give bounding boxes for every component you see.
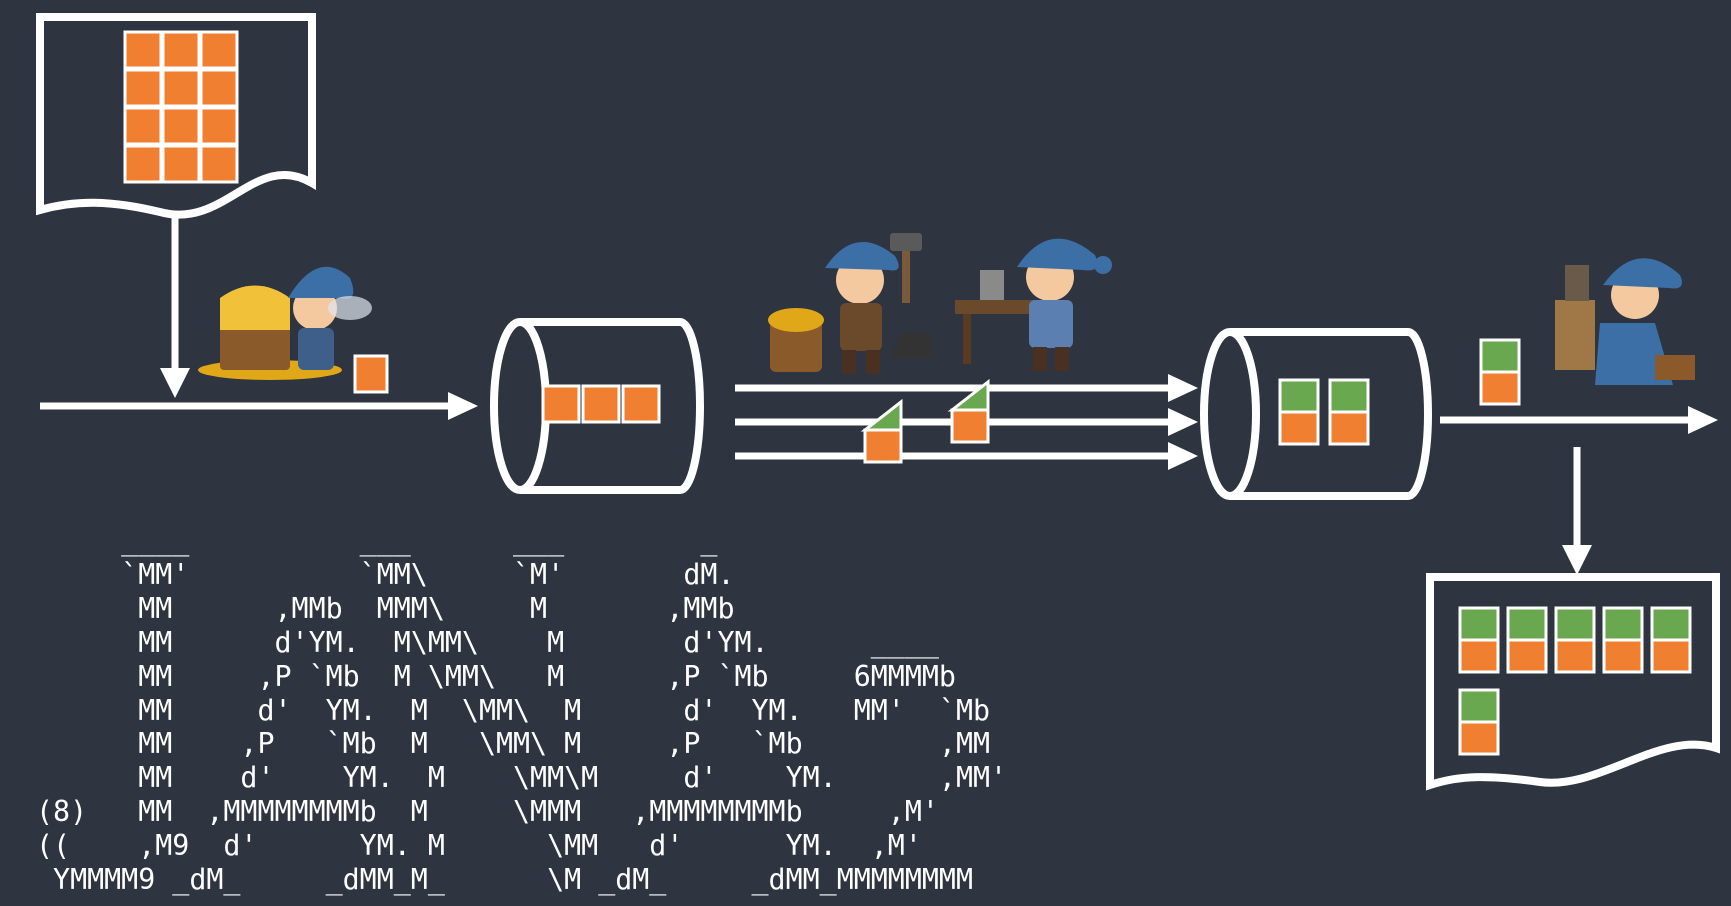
transit-block-1: [860, 398, 903, 464]
input-block: [199, 30, 239, 70]
input-block: [161, 106, 201, 146]
finished-block: [1479, 338, 1521, 406]
output-block-bottom: [1650, 638, 1692, 674]
input-block: [123, 30, 163, 70]
queue-2-blocks: [1278, 378, 1370, 446]
ingest-arrowhead: [448, 392, 478, 420]
transit-block-2: [947, 378, 990, 444]
input-block: [123, 144, 163, 184]
queued-block: [541, 384, 581, 424]
output-block-bottom: [1506, 638, 1548, 674]
output-block-top: [1554, 606, 1596, 642]
elf-artisan-icon: [955, 238, 1112, 371]
input-document: [36, 13, 316, 219]
output-down-arrowhead: [1562, 545, 1592, 575]
output-block-bottom: [1458, 720, 1500, 756]
input-block-grid: [123, 30, 239, 184]
input-block: [161, 144, 201, 184]
output-block-bottom: [1602, 638, 1644, 674]
processed-block-bottom: [1328, 410, 1370, 446]
ascii-banner: ____ ___ ___ _ `MM' `MM\ `M' dM. MM ,MMb…: [36, 524, 1008, 897]
processed-block-top: [1328, 378, 1370, 414]
queue-1-blocks: [541, 384, 661, 424]
elf-tailor-icon: [1555, 258, 1695, 385]
input-block: [199, 106, 239, 146]
output-block-bottom: [1458, 638, 1500, 674]
input-down-arrowhead: [160, 368, 190, 398]
output-arrowhead: [1688, 406, 1718, 434]
incoming-block: [353, 354, 389, 394]
input-block: [123, 68, 163, 108]
queue-2: [1200, 328, 1432, 500]
input-block: [161, 30, 201, 70]
queued-block: [581, 384, 621, 424]
output-document: [1426, 573, 1720, 791]
output-block-grid: [1458, 606, 1692, 756]
elf-beekeeper-icon: [198, 266, 372, 380]
queued-block: [621, 384, 661, 424]
output-block-top: [1458, 606, 1500, 642]
input-block: [199, 68, 239, 108]
processed-block-bottom: [1278, 410, 1320, 446]
output-block-top: [1650, 606, 1692, 642]
elf-smith-icon: [768, 233, 935, 374]
output-block-top: [1506, 606, 1548, 642]
output-block-bottom: [1554, 638, 1596, 674]
output-block-top: [1458, 688, 1500, 724]
input-block: [123, 106, 163, 146]
queue-1: [490, 318, 704, 494]
input-block: [199, 144, 239, 184]
processed-block-top: [1278, 378, 1320, 414]
input-block: [161, 68, 201, 108]
output-block-top: [1602, 606, 1644, 642]
